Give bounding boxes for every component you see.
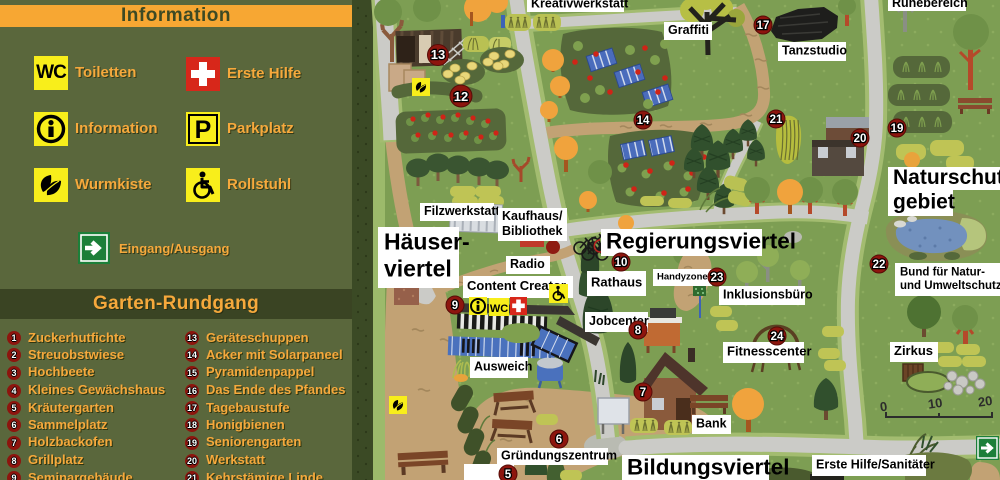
svg-text:Gründungszentrum: Gründungszentrum bbox=[501, 449, 617, 463]
svg-text:Kreativwerkstatt: Kreativwerkstatt bbox=[531, 0, 629, 11]
svg-text:Radio: Radio bbox=[510, 257, 545, 271]
svg-text:23: 23 bbox=[711, 272, 724, 284]
svg-text:21: 21 bbox=[770, 114, 783, 126]
svg-text:Ausweich: Ausweich bbox=[474, 360, 532, 374]
svg-text:P: P bbox=[195, 116, 212, 144]
svg-text:Zirkus: Zirkus bbox=[894, 343, 933, 358]
svg-text:Bibliothek: Bibliothek bbox=[502, 224, 562, 238]
svg-text:Bildungsviertel: Bildungsviertel bbox=[627, 455, 790, 480]
svg-text:Rathaus: Rathaus bbox=[591, 275, 642, 290]
svg-text:Kaufhaus/: Kaufhaus/ bbox=[502, 209, 563, 223]
svg-text:24: 24 bbox=[771, 331, 784, 343]
svg-text:Regierungsviertel: Regierungsviertel bbox=[606, 229, 796, 254]
svg-text:Content Creator: Content Creator bbox=[467, 278, 566, 293]
svg-text:20: 20 bbox=[977, 393, 993, 410]
svg-text:Fitnesscenter: Fitnesscenter bbox=[727, 344, 812, 359]
svg-text:20: 20 bbox=[854, 133, 867, 145]
svg-text:viertel: viertel bbox=[384, 255, 452, 281]
svg-text:Naturschutz: Naturschutz bbox=[893, 166, 1000, 189]
svg-text:6: 6 bbox=[556, 434, 562, 446]
svg-text:Graffiti: Graffiti bbox=[668, 23, 709, 37]
svg-text:10: 10 bbox=[615, 257, 628, 269]
svg-text:Häuser-: Häuser- bbox=[384, 228, 470, 254]
svg-text:5: 5 bbox=[505, 469, 512, 480]
svg-text:Ruhebereich: Ruhebereich bbox=[892, 0, 968, 10]
svg-text:und Umweltschutz: und Umweltschutz bbox=[900, 280, 1000, 292]
svg-text:WC: WC bbox=[490, 303, 508, 315]
svg-text:0: 0 bbox=[879, 399, 888, 415]
svg-text:8: 8 bbox=[635, 325, 642, 337]
svg-text:Bank: Bank bbox=[696, 417, 727, 431]
svg-text:Inklusionsbüro: Inklusionsbüro bbox=[723, 288, 813, 302]
svg-text:12: 12 bbox=[454, 89, 468, 104]
svg-text:19: 19 bbox=[891, 123, 904, 135]
svg-text:14: 14 bbox=[637, 115, 650, 127]
svg-text:17: 17 bbox=[757, 20, 770, 32]
svg-text:13: 13 bbox=[431, 47, 445, 62]
svg-text:Tanzstudio: Tanzstudio bbox=[782, 44, 847, 58]
svg-text:Filzwerkstatt: Filzwerkstatt bbox=[424, 204, 501, 218]
svg-text:gebiet: gebiet bbox=[893, 191, 955, 214]
svg-text:7: 7 bbox=[640, 387, 646, 399]
svg-text:Erste Hilfe/Sanitäter: Erste Hilfe/Sanitäter bbox=[816, 458, 935, 472]
svg-text:22: 22 bbox=[873, 259, 886, 271]
svg-text:9: 9 bbox=[452, 300, 458, 312]
svg-text:Handyzone: Handyzone bbox=[657, 272, 708, 283]
svg-text:Bund für Natur-: Bund für Natur- bbox=[900, 266, 985, 278]
svg-text:10: 10 bbox=[927, 395, 943, 412]
